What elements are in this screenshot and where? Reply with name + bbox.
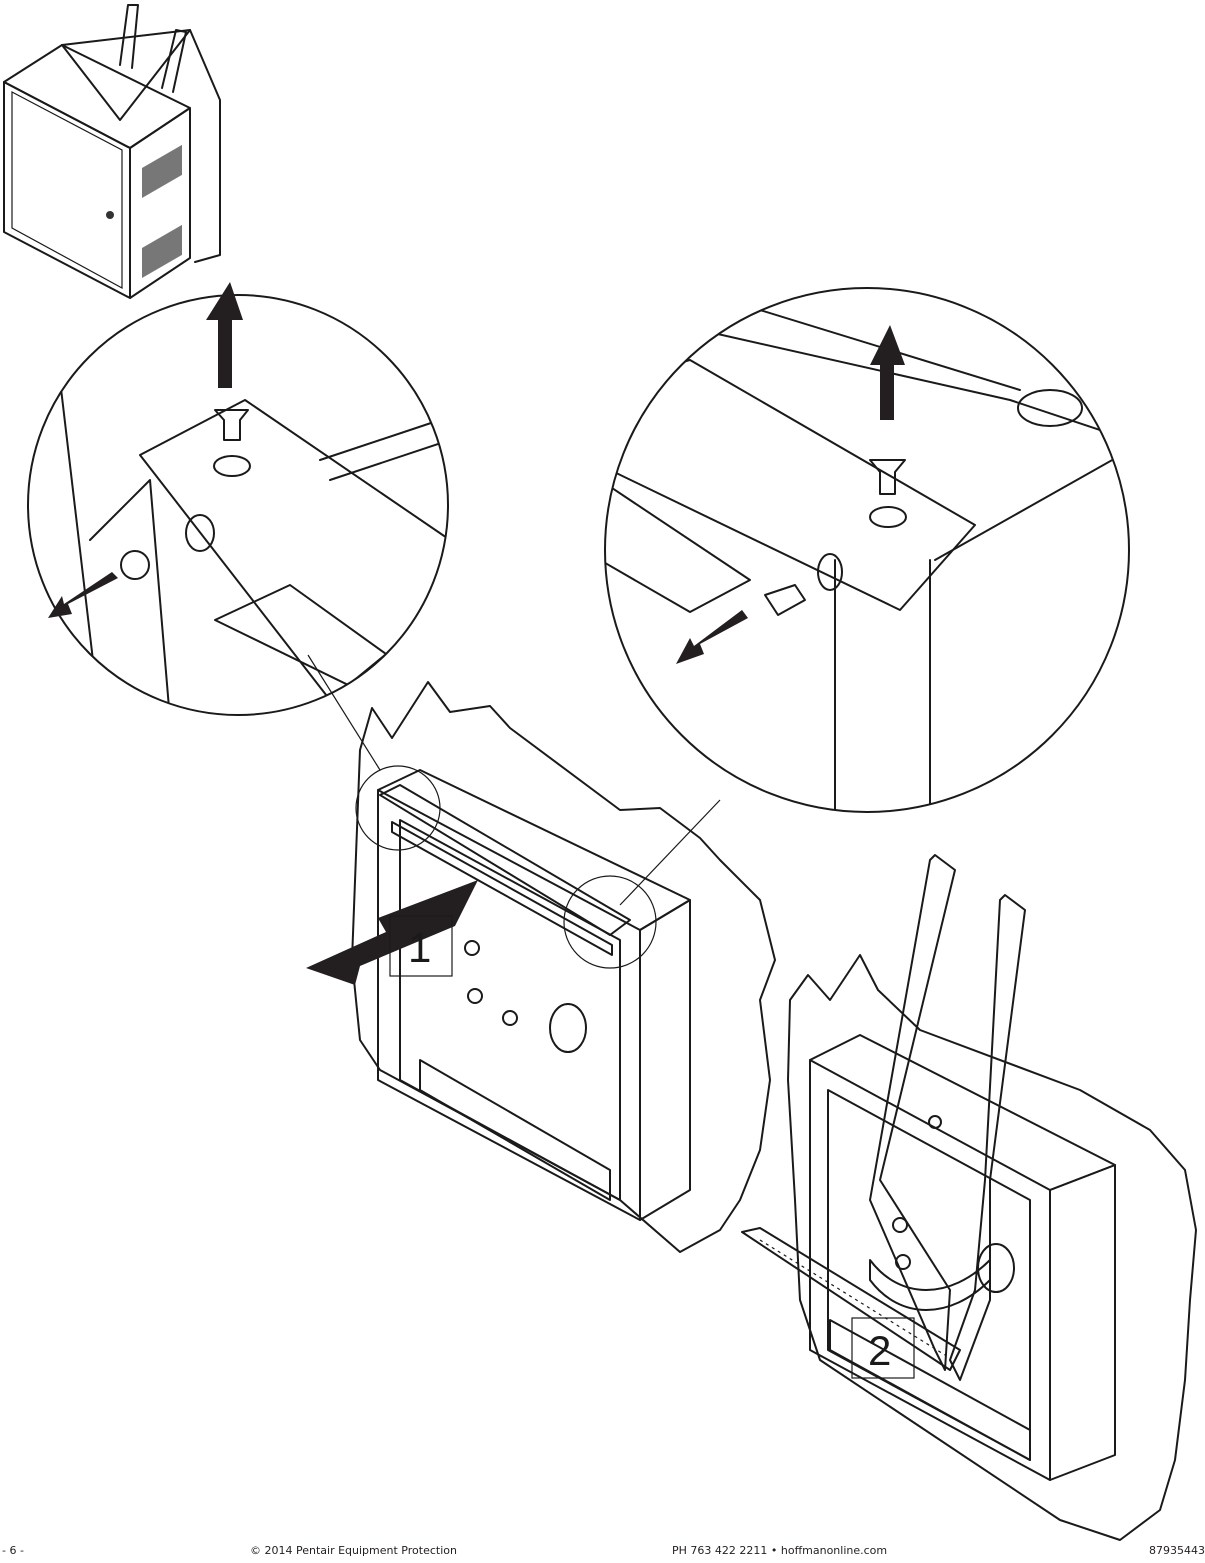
document-number: 87935443 <box>1149 1544 1205 1557</box>
page-footer: - 6 - © 2014 Pentair Equipment Protectio… <box>0 1544 1205 1560</box>
enclosure-step-1: 1 <box>306 681 776 1253</box>
step-label-1: 1 <box>408 924 431 971</box>
step-label-2: 2 <box>868 1327 891 1374</box>
page-number: - 6 - <box>2 1544 24 1557</box>
enclosure-overview-figure <box>3 4 221 299</box>
copyright-text: © 2014 Pentair Equipment Protection <box>250 1544 457 1557</box>
detail-circle-right <box>604 287 1130 813</box>
contact-info: PH 763 422 2211 • hoffmanonline.com <box>672 1544 888 1557</box>
detail-circle-left <box>27 282 449 716</box>
enclosure-step-2: 2 <box>741 854 1197 1541</box>
